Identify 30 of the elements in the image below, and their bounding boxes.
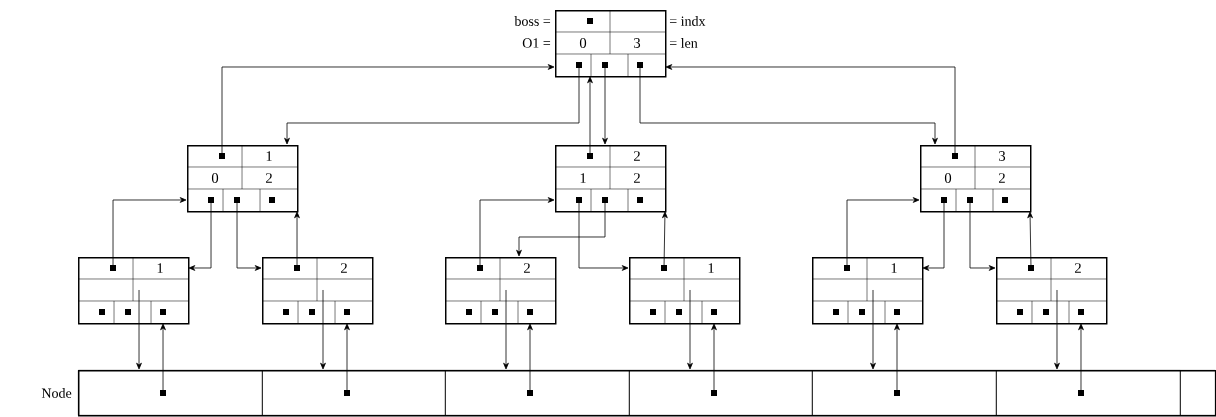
record-box: 1 bbox=[811, 256, 924, 325]
arrow bbox=[320, 289, 326, 370]
side-label: boss = bbox=[514, 16, 551, 26]
side-label: = indx bbox=[669, 16, 706, 26]
array-cell bbox=[78, 370, 263, 416]
arrow bbox=[1054, 289, 1060, 370]
record-box: 2 bbox=[261, 256, 374, 325]
array-cell bbox=[445, 370, 630, 416]
array-cell bbox=[1180, 370, 1216, 416]
arrow bbox=[1027, 211, 1033, 269]
array-cell bbox=[812, 370, 997, 416]
arrow bbox=[870, 289, 876, 370]
record-box: 2 1 2 bbox=[554, 144, 667, 213]
arrow bbox=[503, 289, 509, 370]
record-box: 3 0 2 bbox=[919, 144, 1032, 213]
side-label: Node bbox=[41, 388, 72, 398]
record-box: 1 bbox=[628, 256, 741, 325]
record-box: 2 bbox=[444, 256, 557, 325]
array-cell bbox=[262, 370, 446, 416]
record-box: 0 3 bbox=[554, 9, 667, 78]
arrow bbox=[136, 289, 142, 370]
side-label: = len bbox=[669, 38, 698, 48]
array-cell bbox=[629, 370, 813, 416]
record-box: 1 0 2 bbox=[186, 144, 299, 213]
arrow bbox=[687, 289, 693, 370]
record-box: 1 bbox=[77, 256, 190, 325]
side-label: O1 = bbox=[522, 38, 551, 48]
arrow bbox=[662, 211, 668, 269]
array-cell bbox=[996, 370, 1181, 416]
record-box: 2 bbox=[995, 256, 1108, 325]
